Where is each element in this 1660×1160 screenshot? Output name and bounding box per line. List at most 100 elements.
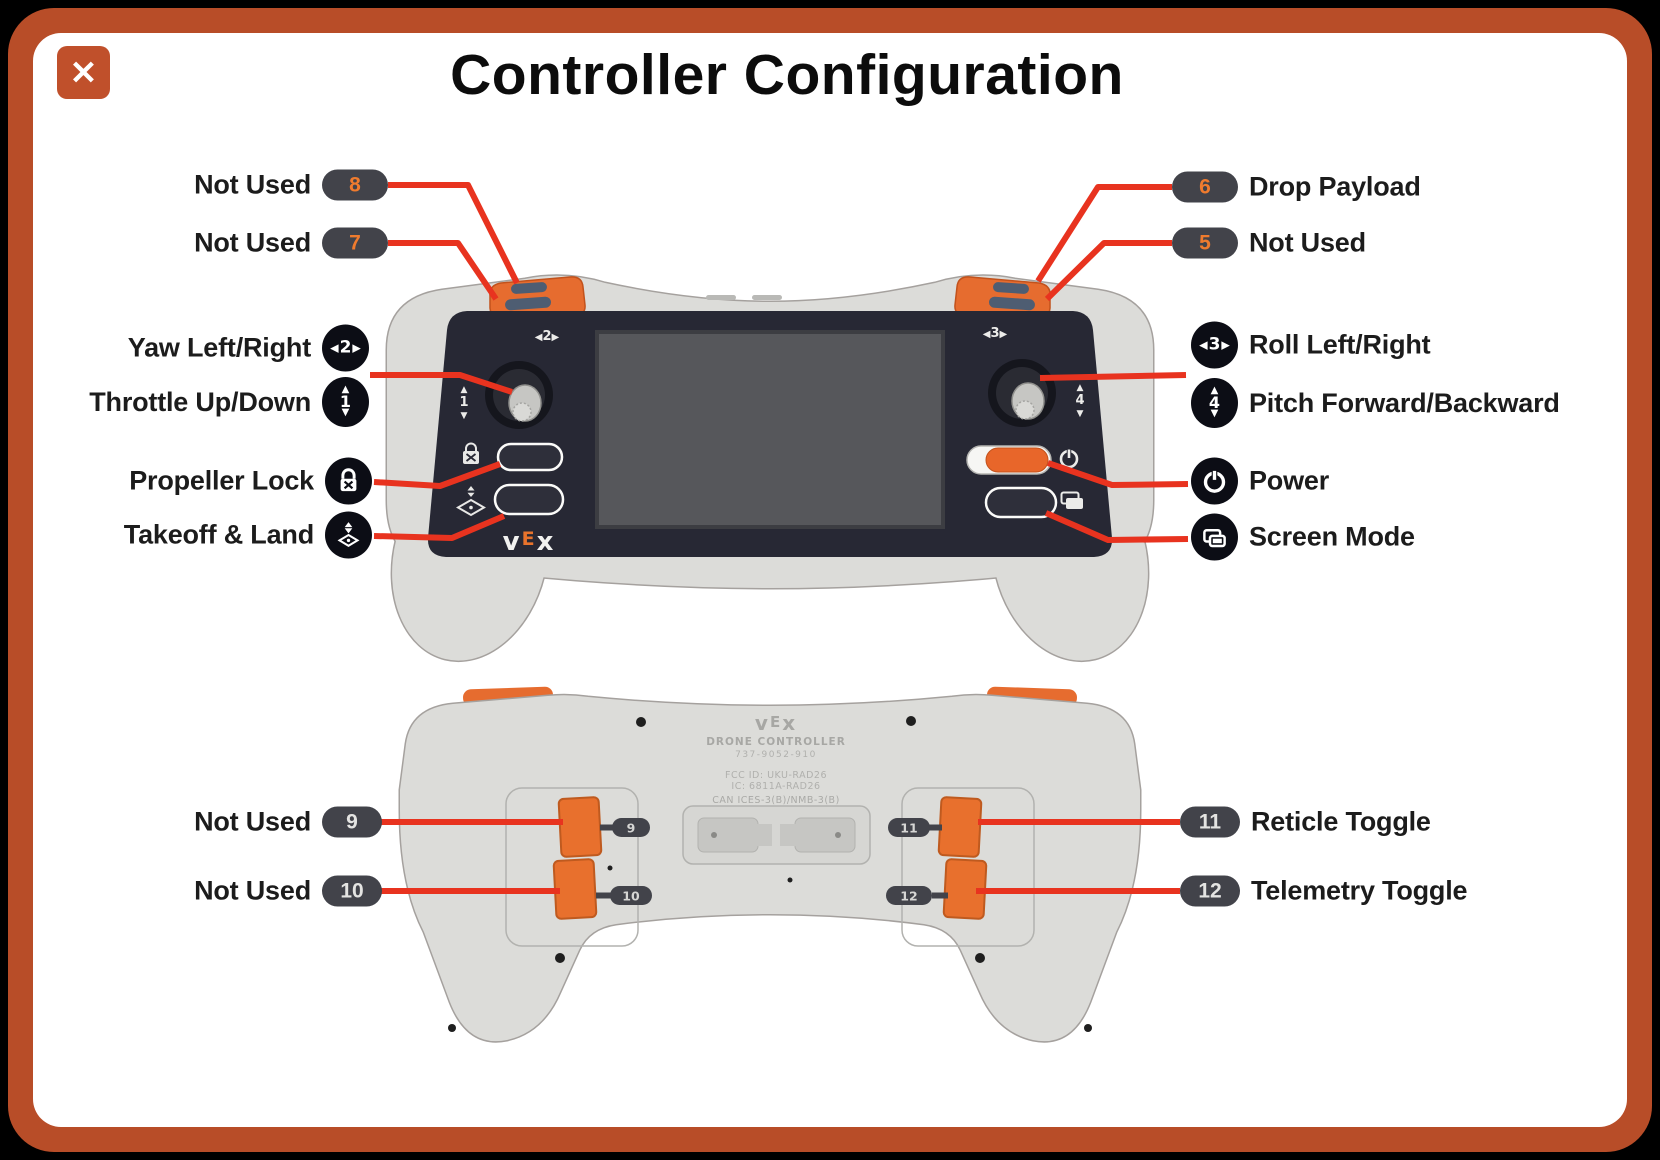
label-row-not-used-7: Not Used 7 <box>194 227 388 259</box>
left-paddle-zone <box>505 787 639 947</box>
takeoff-land-icon <box>455 486 487 517</box>
label-row-throttle: Throttle Up/Down ▲1▼ <box>89 377 369 427</box>
battery-recess <box>682 805 871 865</box>
right-joystick <box>988 359 1056 427</box>
label-text: Not Used <box>194 875 311 906</box>
button-12-badge: 12 <box>1180 875 1240 907</box>
svg-text:4: 4 <box>1075 393 1084 408</box>
label-row-yaw: Yaw Left/Right ◀2▶ <box>127 324 369 372</box>
takeoff-land-badge <box>325 511 372 559</box>
propeller-lock-badge <box>325 457 372 505</box>
svg-text:◀3▶: ◀3▶ <box>983 326 1008 341</box>
label-row-screen-mode: Screen Mode <box>1191 513 1415 561</box>
label-text: Not Used <box>194 227 311 258</box>
close-icon: ✕ <box>69 54 98 91</box>
svg-text:737-9052-910: 737-9052-910 <box>735 750 817 760</box>
left-arrow-icon: ◀ <box>330 341 339 355</box>
power-icon-device <box>1059 448 1079 469</box>
screen-mode-icon <box>1203 529 1226 548</box>
label-text: Roll Left/Right <box>1249 329 1431 360</box>
label-row-telemetry-toggle: 12 Telemetry Toggle <box>1180 875 1468 907</box>
label-text: Throttle Up/Down <box>89 386 311 417</box>
screen-mode-badge <box>1191 513 1238 561</box>
label-text: Not Used <box>194 806 311 837</box>
page-title: Controller Configuration <box>450 43 1124 107</box>
up-arrow-icon: ▲ <box>1210 385 1219 397</box>
lock-icon <box>340 468 357 492</box>
down-arrow-icon: ▼ <box>341 407 350 419</box>
svg-text:10: 10 <box>622 889 640 904</box>
right-arrow-icon: ▶ <box>1221 338 1230 352</box>
propeller-lock-icon <box>463 442 479 464</box>
callout-line-7 <box>388 240 499 301</box>
close-button[interactable]: ✕ <box>57 46 110 99</box>
vex-logo-back: vEx <box>755 711 797 735</box>
top-vent-right <box>752 295 782 300</box>
down-arrow-icon: ▼ <box>1210 408 1219 420</box>
label-text: Telemetry Toggle <box>1251 875 1468 906</box>
label-text: Pitch Forward/Backward <box>1249 387 1560 418</box>
right-shoulder-buttons <box>954 276 1051 320</box>
axis-3-badge: ◀3▶ <box>1191 321 1238 369</box>
svg-text:DRONE CONTROLLER: DRONE CONTROLLER <box>706 736 846 748</box>
callout-line-8 <box>388 182 520 285</box>
label-row-propeller-lock: Propeller Lock <box>129 457 372 505</box>
left-shoulder-buttons <box>489 276 586 320</box>
svg-text:◀2▶: ◀2▶ <box>535 329 560 344</box>
callout-line-takeoff-land <box>373 513 506 541</box>
up-arrow-icon: ▲ <box>341 384 350 396</box>
svg-text:▼: ▼ <box>1077 409 1084 419</box>
label-row-roll: ◀3▶ Roll Left/Right <box>1191 321 1431 369</box>
paddle-11 <box>937 796 983 858</box>
controller-screen <box>595 330 945 529</box>
button-6-badge: 6 <box>1172 171 1238 203</box>
label-row-drop-payload: 6 Drop Payload <box>1172 171 1421 203</box>
svg-text:11: 11 <box>900 821 917 836</box>
back-screws <box>448 716 1092 1032</box>
label-row-power: Power <box>1191 457 1329 505</box>
svg-text:CAN ICES-3(B)/NMB-3(B): CAN ICES-3(B)/NMB-3(B) <box>712 795 840 806</box>
svg-text:▲: ▲ <box>1077 383 1084 393</box>
svg-text:▲: ▲ <box>461 385 468 395</box>
svg-text:▼: ▼ <box>461 411 468 421</box>
label-text: Yaw Left/Right <box>127 332 311 363</box>
top-vent-left <box>706 295 736 300</box>
button-5-badge: 5 <box>1172 227 1238 259</box>
svg-text:9: 9 <box>627 821 636 836</box>
callout-line-propeller-lock <box>373 461 502 489</box>
screen-mode-icon-device <box>1060 491 1083 509</box>
label-text: Propeller Lock <box>129 465 314 496</box>
axis-1-badge: ▲1▼ <box>322 377 369 427</box>
button-10-badge: 10 <box>322 875 382 907</box>
label-row-reticle-toggle: 11 Reticle Toggle <box>1180 806 1431 838</box>
button-11-badge: 11 <box>1180 806 1240 838</box>
right-arrow-icon: ▶ <box>352 341 361 355</box>
button-7-badge: 7 <box>322 227 388 259</box>
callout-line-right-stick <box>1039 372 1187 381</box>
callout-line-left-stick <box>370 372 513 395</box>
left-arrow-icon: ◀ <box>1199 338 1208 352</box>
paddle-number-tags: 9 10 11 12 <box>596 818 948 905</box>
button-8-badge: 8 <box>322 169 388 201</box>
power-slider-knob <box>985 447 1049 473</box>
callout-lines <box>370 182 1189 894</box>
takeoff-land-icon <box>337 522 360 547</box>
label-text: Screen Mode <box>1249 521 1415 552</box>
label-text: Not Used <box>194 169 311 200</box>
power-badge <box>1191 457 1238 505</box>
button-9-badge: 9 <box>322 806 382 838</box>
propeller-lock-button <box>496 442 564 472</box>
label-row-not-used-10: Not Used 10 <box>194 875 382 907</box>
label-row-not-used-8: Not Used 8 <box>194 169 388 201</box>
axis-2-badge: ◀2▶ <box>322 324 369 372</box>
callout-line-5 <box>1044 240 1172 302</box>
back-print-block: vEx DRONE CONTROLLER 737-9052-910 FCC ID… <box>706 711 846 806</box>
svg-text:IC: 6811A-RAD26: IC: 6811A-RAD26 <box>731 781 820 792</box>
svg-text:12: 12 <box>900 889 917 904</box>
controller-front-view: ◀2▶ ◀3▶ ▲ 1 ▼ ▲ 4 ▼ <box>369 274 1171 679</box>
callout-line-6 <box>1035 184 1172 283</box>
callout-line-screen-mode <box>1044 510 1189 543</box>
label-row-not-used-5: 5 Not Used <box>1172 227 1366 259</box>
